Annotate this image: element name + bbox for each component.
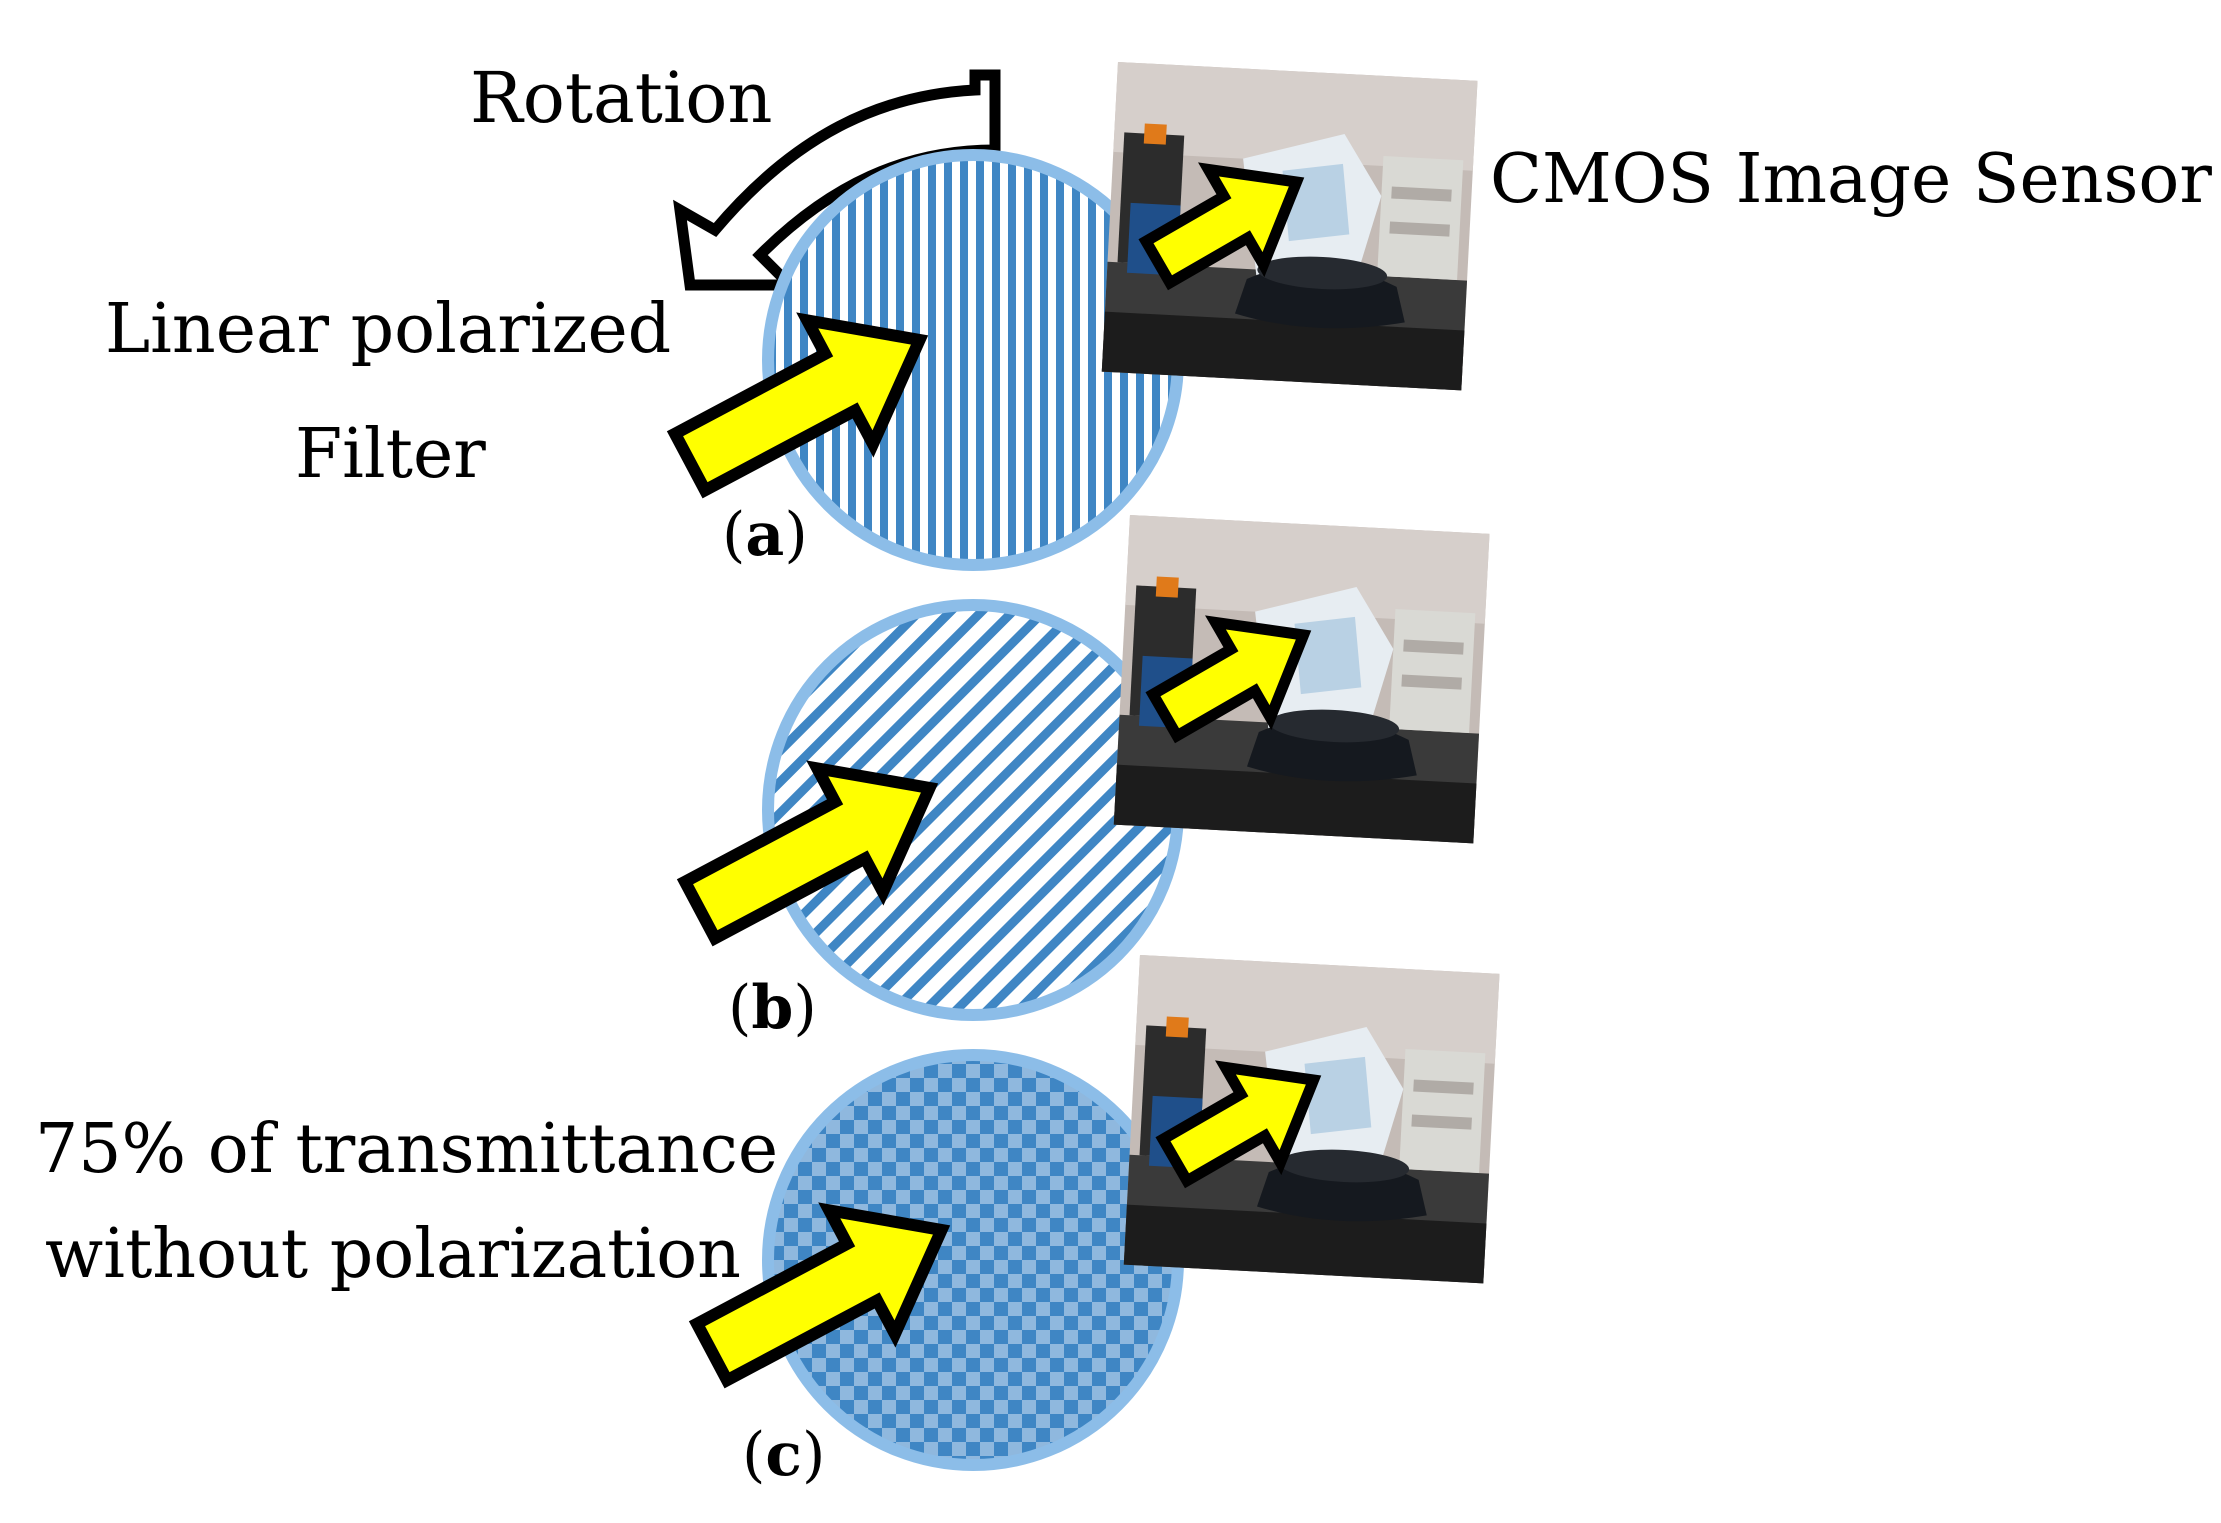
cmos-sensor-label: CMOS Image Sensor: [1490, 140, 2212, 219]
panel-b: (b): [667, 515, 1490, 1043]
panel-c: (c): [679, 955, 1500, 1490]
panel-a: (a): [657, 62, 1478, 571]
rotation-label: Rotation: [470, 57, 772, 139]
filter-label-line2: Filter: [295, 415, 486, 494]
panel-label-c: (c): [742, 1420, 825, 1490]
transmittance-label-line2: without polarization: [45, 1215, 741, 1294]
sensor-photo-a: [1101, 62, 1478, 391]
panel-label-b: (b): [728, 973, 817, 1043]
filter-label-line1: Linear polarized: [105, 290, 671, 369]
sensor-photo-c: [1123, 955, 1500, 1284]
panel-label-a: (a): [722, 500, 808, 570]
transmittance-label-line1: 75% of transmittance: [35, 1110, 778, 1189]
